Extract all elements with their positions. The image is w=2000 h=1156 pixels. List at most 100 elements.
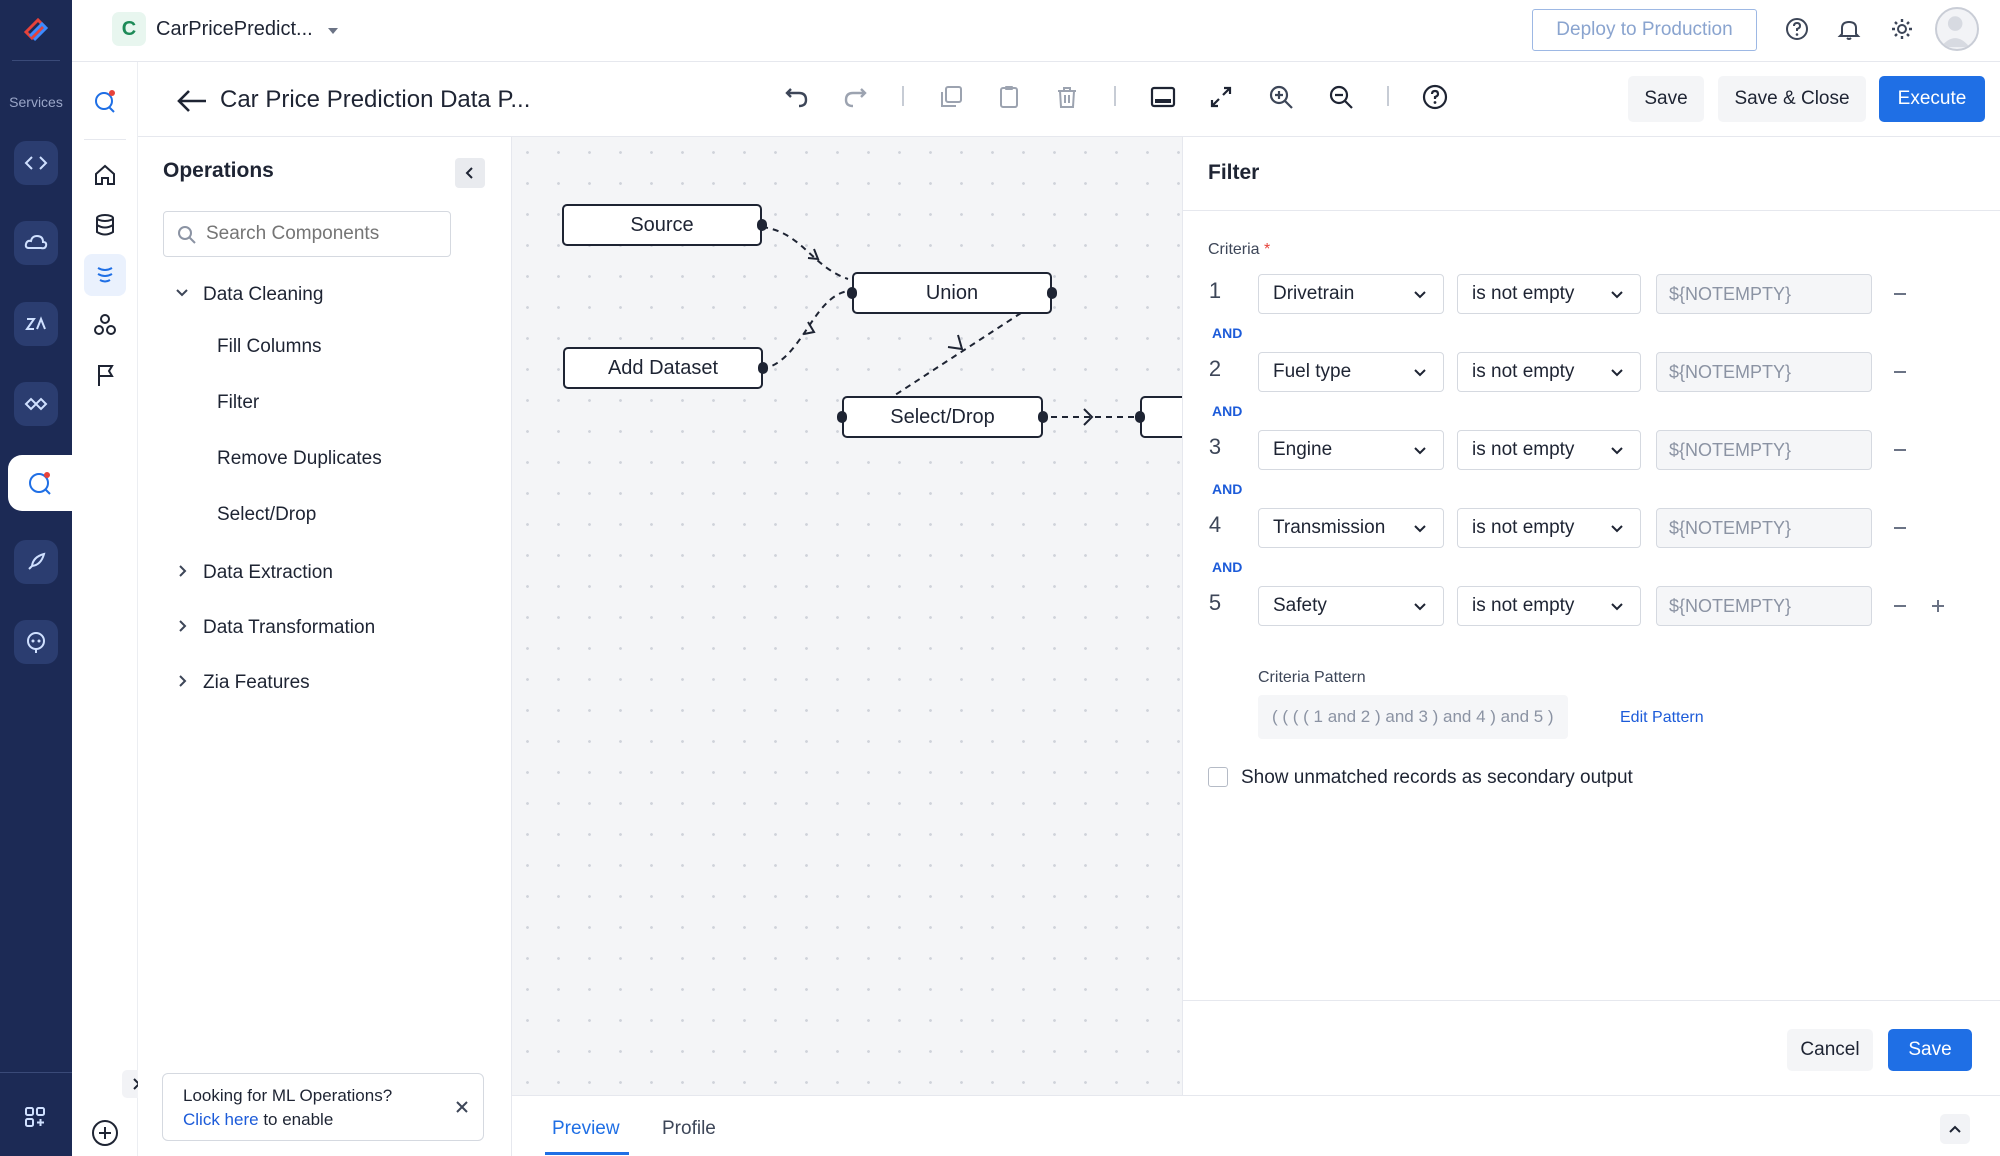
criteria-column-select[interactable]: Transmission [1258, 508, 1444, 548]
remove-criteria-minus-icon[interactable] [1886, 280, 1914, 308]
tab-preview[interactable]: Preview [552, 1118, 620, 1139]
search-components-box[interactable] [163, 211, 451, 257]
apps-grid-icon[interactable] [18, 1100, 52, 1134]
criteria-value-field[interactable]: ${NOTEMPTY} [1656, 586, 1872, 626]
criteria-value-field[interactable]: ${NOTEMPTY} [1656, 352, 1872, 392]
chevron-down-icon [1611, 291, 1623, 299]
chevron-right-icon[interactable] [174, 563, 190, 579]
edit-pattern-link[interactable]: Edit Pattern [1620, 709, 1704, 726]
workspace-caret-icon[interactable] [324, 22, 342, 40]
fit-screen-icon[interactable] [1204, 80, 1238, 114]
node-port[interactable] [1038, 411, 1048, 423]
criteria-label: Criteria [1208, 241, 1260, 258]
criteria-column-select[interactable]: Safety [1258, 586, 1444, 626]
criteria-row-number: 4 [1208, 512, 1222, 537]
app-logo[interactable] [18, 12, 54, 48]
rail-quickml-icon[interactable] [8, 455, 72, 511]
bell-icon[interactable] [1834, 14, 1864, 44]
banner-link[interactable]: Click here [183, 1110, 259, 1129]
op-select-drop[interactable]: Select/Drop [217, 504, 317, 525]
criteria-operator-select[interactable]: is not empty [1457, 274, 1641, 314]
close-icon[interactable] [453, 1098, 471, 1116]
rail-code-icon[interactable] [14, 141, 58, 185]
criteria-operator-value: is not empty [1472, 361, 1575, 382]
rail-rocket-icon[interactable] [14, 540, 58, 584]
paste-icon[interactable] [992, 80, 1026, 114]
database-icon[interactable] [84, 204, 126, 246]
collapse-panel-chevron-icon[interactable] [455, 158, 485, 188]
undo-icon[interactable] [780, 80, 814, 114]
category-zia-features[interactable]: Zia Features [203, 672, 310, 693]
chevron-up-icon[interactable] [1940, 1114, 1970, 1144]
node-source[interactable]: Source [562, 204, 762, 246]
save-close-button[interactable]: Save & Close [1718, 76, 1866, 122]
criteria-column-select[interactable]: Drivetrain [1258, 274, 1444, 314]
remove-criteria-minus-icon[interactable] [1886, 358, 1914, 386]
criteria-operator-select[interactable]: is not empty [1457, 352, 1641, 392]
deploy-button[interactable]: Deploy to Production [1532, 9, 1757, 51]
redo-icon[interactable] [838, 80, 872, 114]
node-select-drop[interactable]: Select/Drop [842, 396, 1043, 438]
node-filter-partial[interactable] [1140, 396, 1182, 438]
chevron-down-icon[interactable] [174, 285, 190, 301]
tab-profile[interactable]: Profile [662, 1118, 716, 1139]
rail-zia-icon[interactable] [14, 302, 58, 346]
op-fill-columns[interactable]: Fill Columns [217, 336, 322, 357]
criteria-value-field[interactable]: ${NOTEMPTY} [1656, 430, 1872, 470]
delete-icon[interactable] [1050, 80, 1084, 114]
pipeline-icon[interactable] [84, 254, 126, 296]
models-icon[interactable] [84, 304, 126, 346]
chevron-right-icon[interactable] [174, 618, 190, 634]
copy-icon[interactable] [934, 80, 968, 114]
category-data-transformation[interactable]: Data Transformation [203, 617, 376, 638]
category-data-extraction[interactable]: Data Extraction [203, 562, 333, 583]
category-data-cleaning[interactable]: Data Cleaning [203, 284, 324, 305]
node-port[interactable] [757, 219, 767, 231]
remove-criteria-minus-icon[interactable] [1886, 436, 1914, 464]
op-filter[interactable]: Filter [217, 392, 260, 413]
filter-cancel-button[interactable]: Cancel [1787, 1029, 1873, 1071]
criteria-column-select[interactable]: Fuel type [1258, 352, 1444, 392]
home-icon[interactable] [84, 154, 126, 196]
zoom-in-icon[interactable] [1264, 80, 1298, 114]
add-criteria-plus-icon[interactable] [1924, 592, 1952, 620]
node-port[interactable] [847, 287, 857, 299]
criteria-column-select[interactable]: Engine [1258, 430, 1444, 470]
pipeline-canvas[interactable]: Source Union Add Dataset Select/Drop [512, 137, 1182, 1095]
node-port[interactable] [758, 362, 768, 374]
back-arrow-icon[interactable] [174, 86, 210, 116]
node-add-dataset[interactable]: Add Dataset [563, 347, 763, 389]
quickml-icon[interactable] [84, 80, 126, 122]
node-port[interactable] [1135, 411, 1145, 423]
workspace-name[interactable]: CarPricePredict... [156, 18, 313, 40]
search-input[interactable] [206, 218, 442, 250]
chevron-right-icon[interactable] [174, 673, 190, 689]
flag-icon[interactable] [84, 354, 126, 396]
criteria-operator-select[interactable]: is not empty [1457, 586, 1641, 626]
minimap-icon[interactable] [1146, 80, 1180, 114]
user-avatar[interactable] [1935, 7, 1979, 51]
filter-save-button[interactable]: Save [1888, 1029, 1972, 1071]
execute-button[interactable]: Execute [1879, 76, 1985, 122]
remove-criteria-minus-icon[interactable] [1886, 514, 1914, 542]
settings-gear-icon[interactable] [1887, 14, 1917, 44]
criteria-value-field[interactable]: ${NOTEMPTY} [1656, 274, 1872, 314]
remove-criteria-minus-icon[interactable] [1886, 592, 1914, 620]
node-port[interactable] [1047, 287, 1057, 299]
rail-handshake-icon[interactable] [14, 382, 58, 426]
criteria-value-field[interactable]: ${NOTEMPTY} [1656, 508, 1872, 548]
node-union[interactable]: Union [852, 272, 1052, 314]
op-remove-duplicates[interactable]: Remove Duplicates [217, 448, 382, 469]
criteria-operator-select[interactable]: is not empty [1457, 430, 1641, 470]
unmatched-checkbox[interactable] [1208, 767, 1228, 787]
header-save-button[interactable]: Save [1628, 76, 1704, 122]
criteria-operator-select[interactable]: is not empty [1457, 508, 1641, 548]
rail-bot-icon[interactable] [14, 620, 58, 664]
help-icon[interactable] [1782, 14, 1812, 44]
zoom-out-icon[interactable] [1324, 80, 1358, 114]
add-circle-icon[interactable] [88, 1116, 122, 1150]
canvas-help-icon[interactable] [1418, 80, 1452, 114]
node-port[interactable] [837, 411, 847, 423]
rail-cloud-icon[interactable] [14, 221, 58, 265]
